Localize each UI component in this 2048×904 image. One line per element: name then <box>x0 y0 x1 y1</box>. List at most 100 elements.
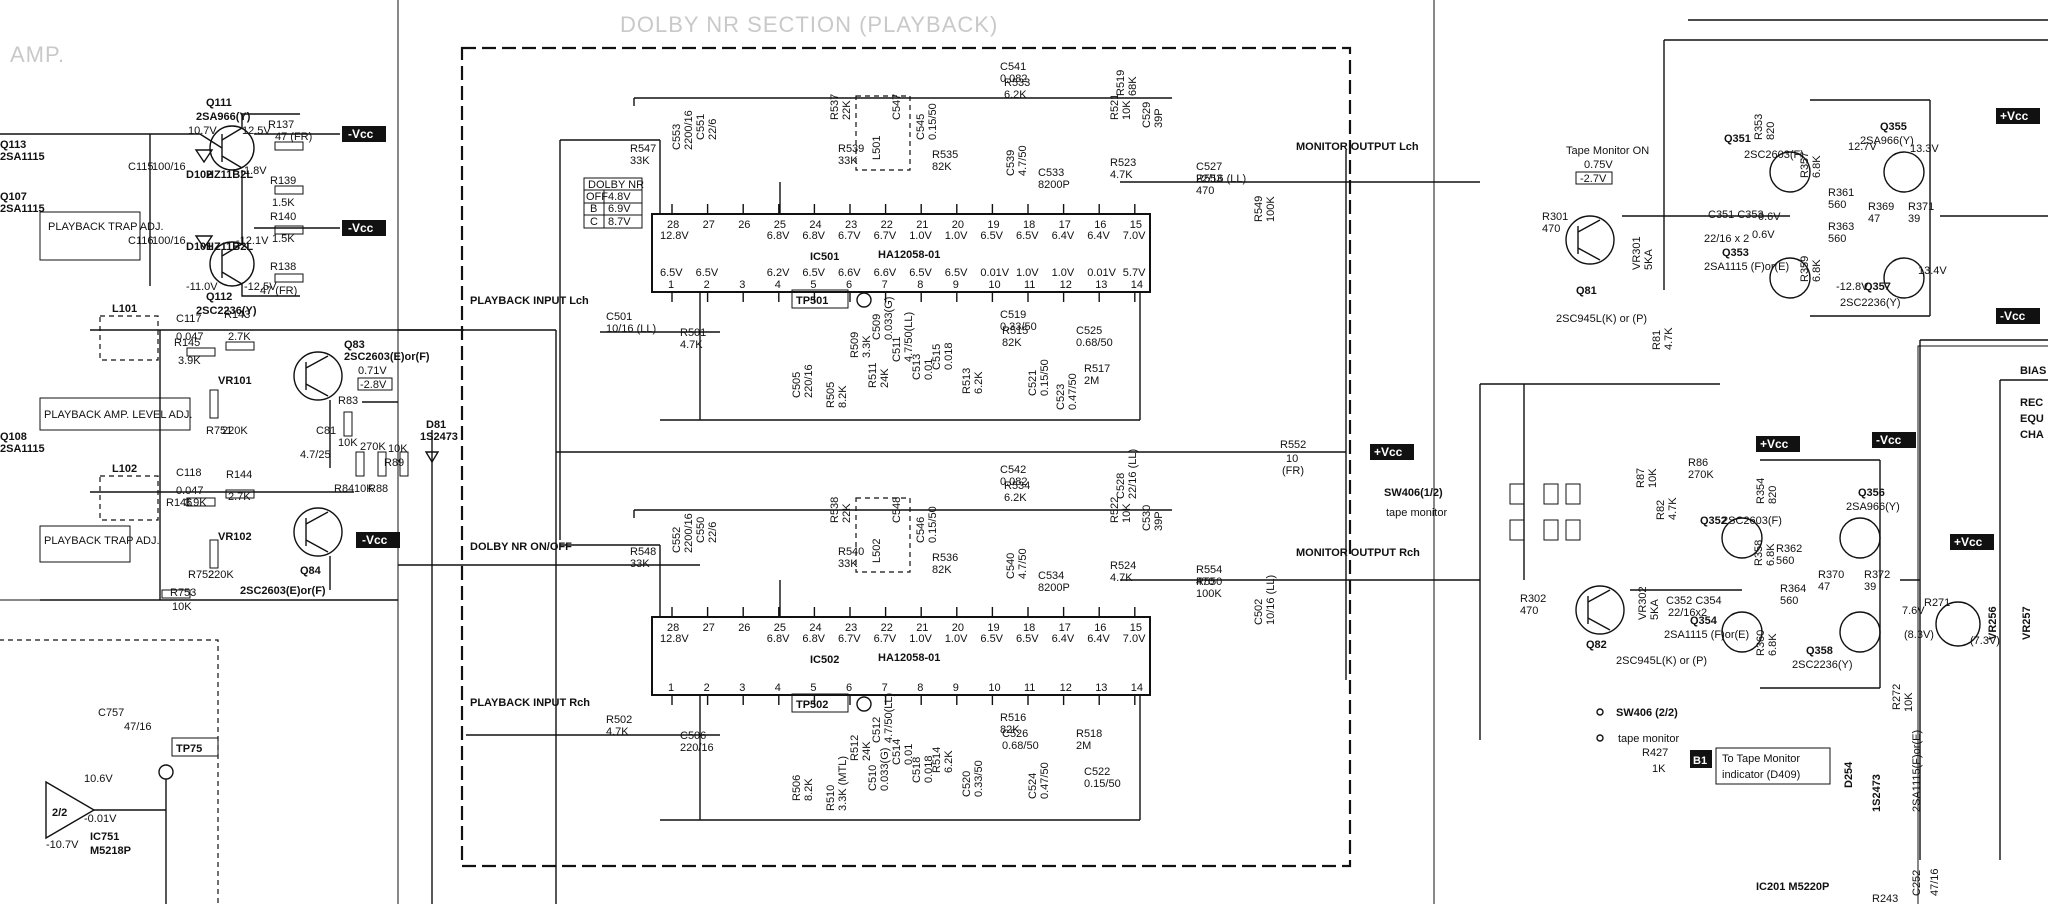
part-value: 0.15/50 <box>927 506 939 543</box>
ic-top-pin-voltage: 6.8V <box>767 633 790 645</box>
ic-top-pin-number: 20 <box>952 219 964 231</box>
part-ref: C510 <box>867 765 879 791</box>
part-value: 39P <box>1153 511 1165 531</box>
r146-ref: R146 <box>166 497 192 509</box>
dolby-nr-onoff-label: DOLBY NR ON/OFF <box>470 541 572 553</box>
left-fragment-title: AMP. <box>10 42 65 67</box>
part-value: 24K <box>861 741 873 761</box>
part-value: 4.7K <box>1110 169 1133 181</box>
ic-top-pin-number: 22 <box>881 622 893 634</box>
center-section: IC501 HA12058-01 IC502 HA12058-01 2812.8… <box>398 61 1480 904</box>
part-ref: R371 <box>1908 201 1934 213</box>
ic751-unit: 2/2 <box>52 807 67 819</box>
b1-badge <box>1690 750 1712 768</box>
part-ref: R372 <box>1864 569 1890 581</box>
part-value: 4.7K <box>1110 572 1133 584</box>
svg-text:6.9V: 6.9V <box>608 203 631 215</box>
ic-top-pin-number: 17 <box>1059 622 1071 634</box>
volt-q83-emitter: -2.8V <box>360 379 387 391</box>
part-value: 4.7K <box>1663 327 1675 350</box>
part-ref: C523 <box>1055 384 1067 410</box>
ic-bottom-pin-number: 3 <box>739 279 745 291</box>
part-ref: R87 <box>1635 468 1647 488</box>
part-value: 4.7K <box>1667 497 1679 520</box>
part-ref: R547 <box>630 143 656 155</box>
svg-text:+Vcc: +Vcc <box>1374 445 1403 459</box>
ic-bottom-pin-number: 13 <box>1095 279 1107 291</box>
dolby-nr-voltage-table: DOLBY NR OFF 4.8V B 6.9V C 8.7V <box>583 177 644 229</box>
tp75-label: TP75 <box>176 743 202 755</box>
vr101-label: VR101 <box>218 375 252 387</box>
part-ref: R537 <box>829 94 841 120</box>
plus-vcc-badge-r2: +Vcc <box>1756 436 1800 452</box>
part-ref: C528 <box>1115 473 1127 499</box>
part-ref: R369 <box>1868 201 1894 213</box>
part-ref: C552 <box>671 527 683 553</box>
ic-top-pin-number: 25 <box>774 219 786 231</box>
hz11b2l-label-2: HZ11B2L <box>206 241 253 253</box>
l102-label: L102 <box>112 463 137 475</box>
volt-ic751-out: -0.01V <box>84 813 117 825</box>
r143-ref: R143 <box>224 309 250 321</box>
part-value: 2M <box>1076 740 1091 752</box>
part-value: 33K <box>630 558 650 570</box>
sw406-2-label: SW406 (2/2) <box>1616 707 1678 719</box>
q111-part: 2SA966(Y) <box>196 111 251 123</box>
ic-top-pin-voltage: 6.4V <box>1087 230 1110 242</box>
part-ref: C551 <box>695 114 707 140</box>
ic-bottom-pin-number: 9 <box>953 279 959 291</box>
part-ref: R354 <box>1755 478 1767 504</box>
part-value: 24K <box>879 368 891 388</box>
part-ref: R506 <box>791 775 803 801</box>
minus-vcc-badge-r1: -Vcc <box>1996 308 2040 324</box>
c118-ref: C118 <box>176 467 201 479</box>
tape-monitor-on-label: Tape Monitor ON <box>1566 145 1649 157</box>
part-value: 39P <box>1153 108 1165 128</box>
part-ref: R363 <box>1828 221 1854 233</box>
q357-part: 2SC2236(Y) <box>1840 297 1901 309</box>
ic-bottom-pin-voltage: 6.5V <box>945 267 968 279</box>
q351-label: Q351 <box>1724 133 1751 145</box>
ic-top-pin-number: 19 <box>987 219 999 231</box>
part-value: 22/16 (LL) <box>1127 449 1139 499</box>
ic751-ref: IC751 <box>90 831 119 843</box>
part-value: 8.2K <box>803 778 815 801</box>
part-ref: R538 <box>829 497 841 523</box>
part-ref: C351 C353 <box>1708 209 1764 221</box>
r427-val: 1K <box>1652 763 1666 775</box>
vr256-label: VR256 <box>1987 606 1999 640</box>
part-ref: R524 <box>1110 560 1136 572</box>
minus-vcc-badge-r2: -Vcc <box>1872 432 1916 448</box>
part-value: 4.7/50(LL) <box>903 312 915 362</box>
ic502-part: HA12058-01 <box>878 652 940 664</box>
part-ref: R362 <box>1776 543 1802 555</box>
equ-label: EQU <box>2020 413 2044 425</box>
part-value: 10/16 (LL) <box>606 323 656 335</box>
r272-val: 10K <box>1903 692 1915 712</box>
ic-top-pin-voltage: 6.8V <box>767 230 790 242</box>
ic-bottom-pin-number: 12 <box>1060 682 1072 694</box>
ic-top-pin-voltage: 7.0V <box>1123 633 1146 645</box>
part-ref: R517 <box>1084 363 1110 375</box>
part-value: 4.7K <box>680 339 703 351</box>
voltage-label: 0.6V <box>1752 229 1775 241</box>
part-value: 5KA <box>1649 599 1661 620</box>
indicator-label: indicator (D409) <box>1722 769 1800 781</box>
part-ref: C550 <box>695 517 707 543</box>
minus-vcc-badge-2: -Vcc <box>342 220 386 236</box>
ic-top-pin-number: 23 <box>845 219 857 231</box>
ic751-opamp-symbol <box>45 780 96 840</box>
voltage-label: -12.8V <box>1836 281 1869 293</box>
part-value: 820 <box>1765 122 1777 140</box>
part-ref: C505 <box>791 372 803 398</box>
ic-bottom-pin-voltage: 0.01V <box>980 267 1009 279</box>
vr257-label: VR257 <box>2021 606 2033 640</box>
r144-ref: R144 <box>226 469 252 481</box>
part-value: 10K <box>1647 468 1659 488</box>
part-value: 220/16 <box>803 364 815 398</box>
ic501-chip <box>651 213 1151 293</box>
ic-top-pin-number: 16 <box>1094 622 1106 634</box>
tm-volt-2: -2.7V <box>1580 173 1607 185</box>
c118-val: 0.047 <box>176 485 204 497</box>
rec-label: REC <box>2020 397 2043 409</box>
